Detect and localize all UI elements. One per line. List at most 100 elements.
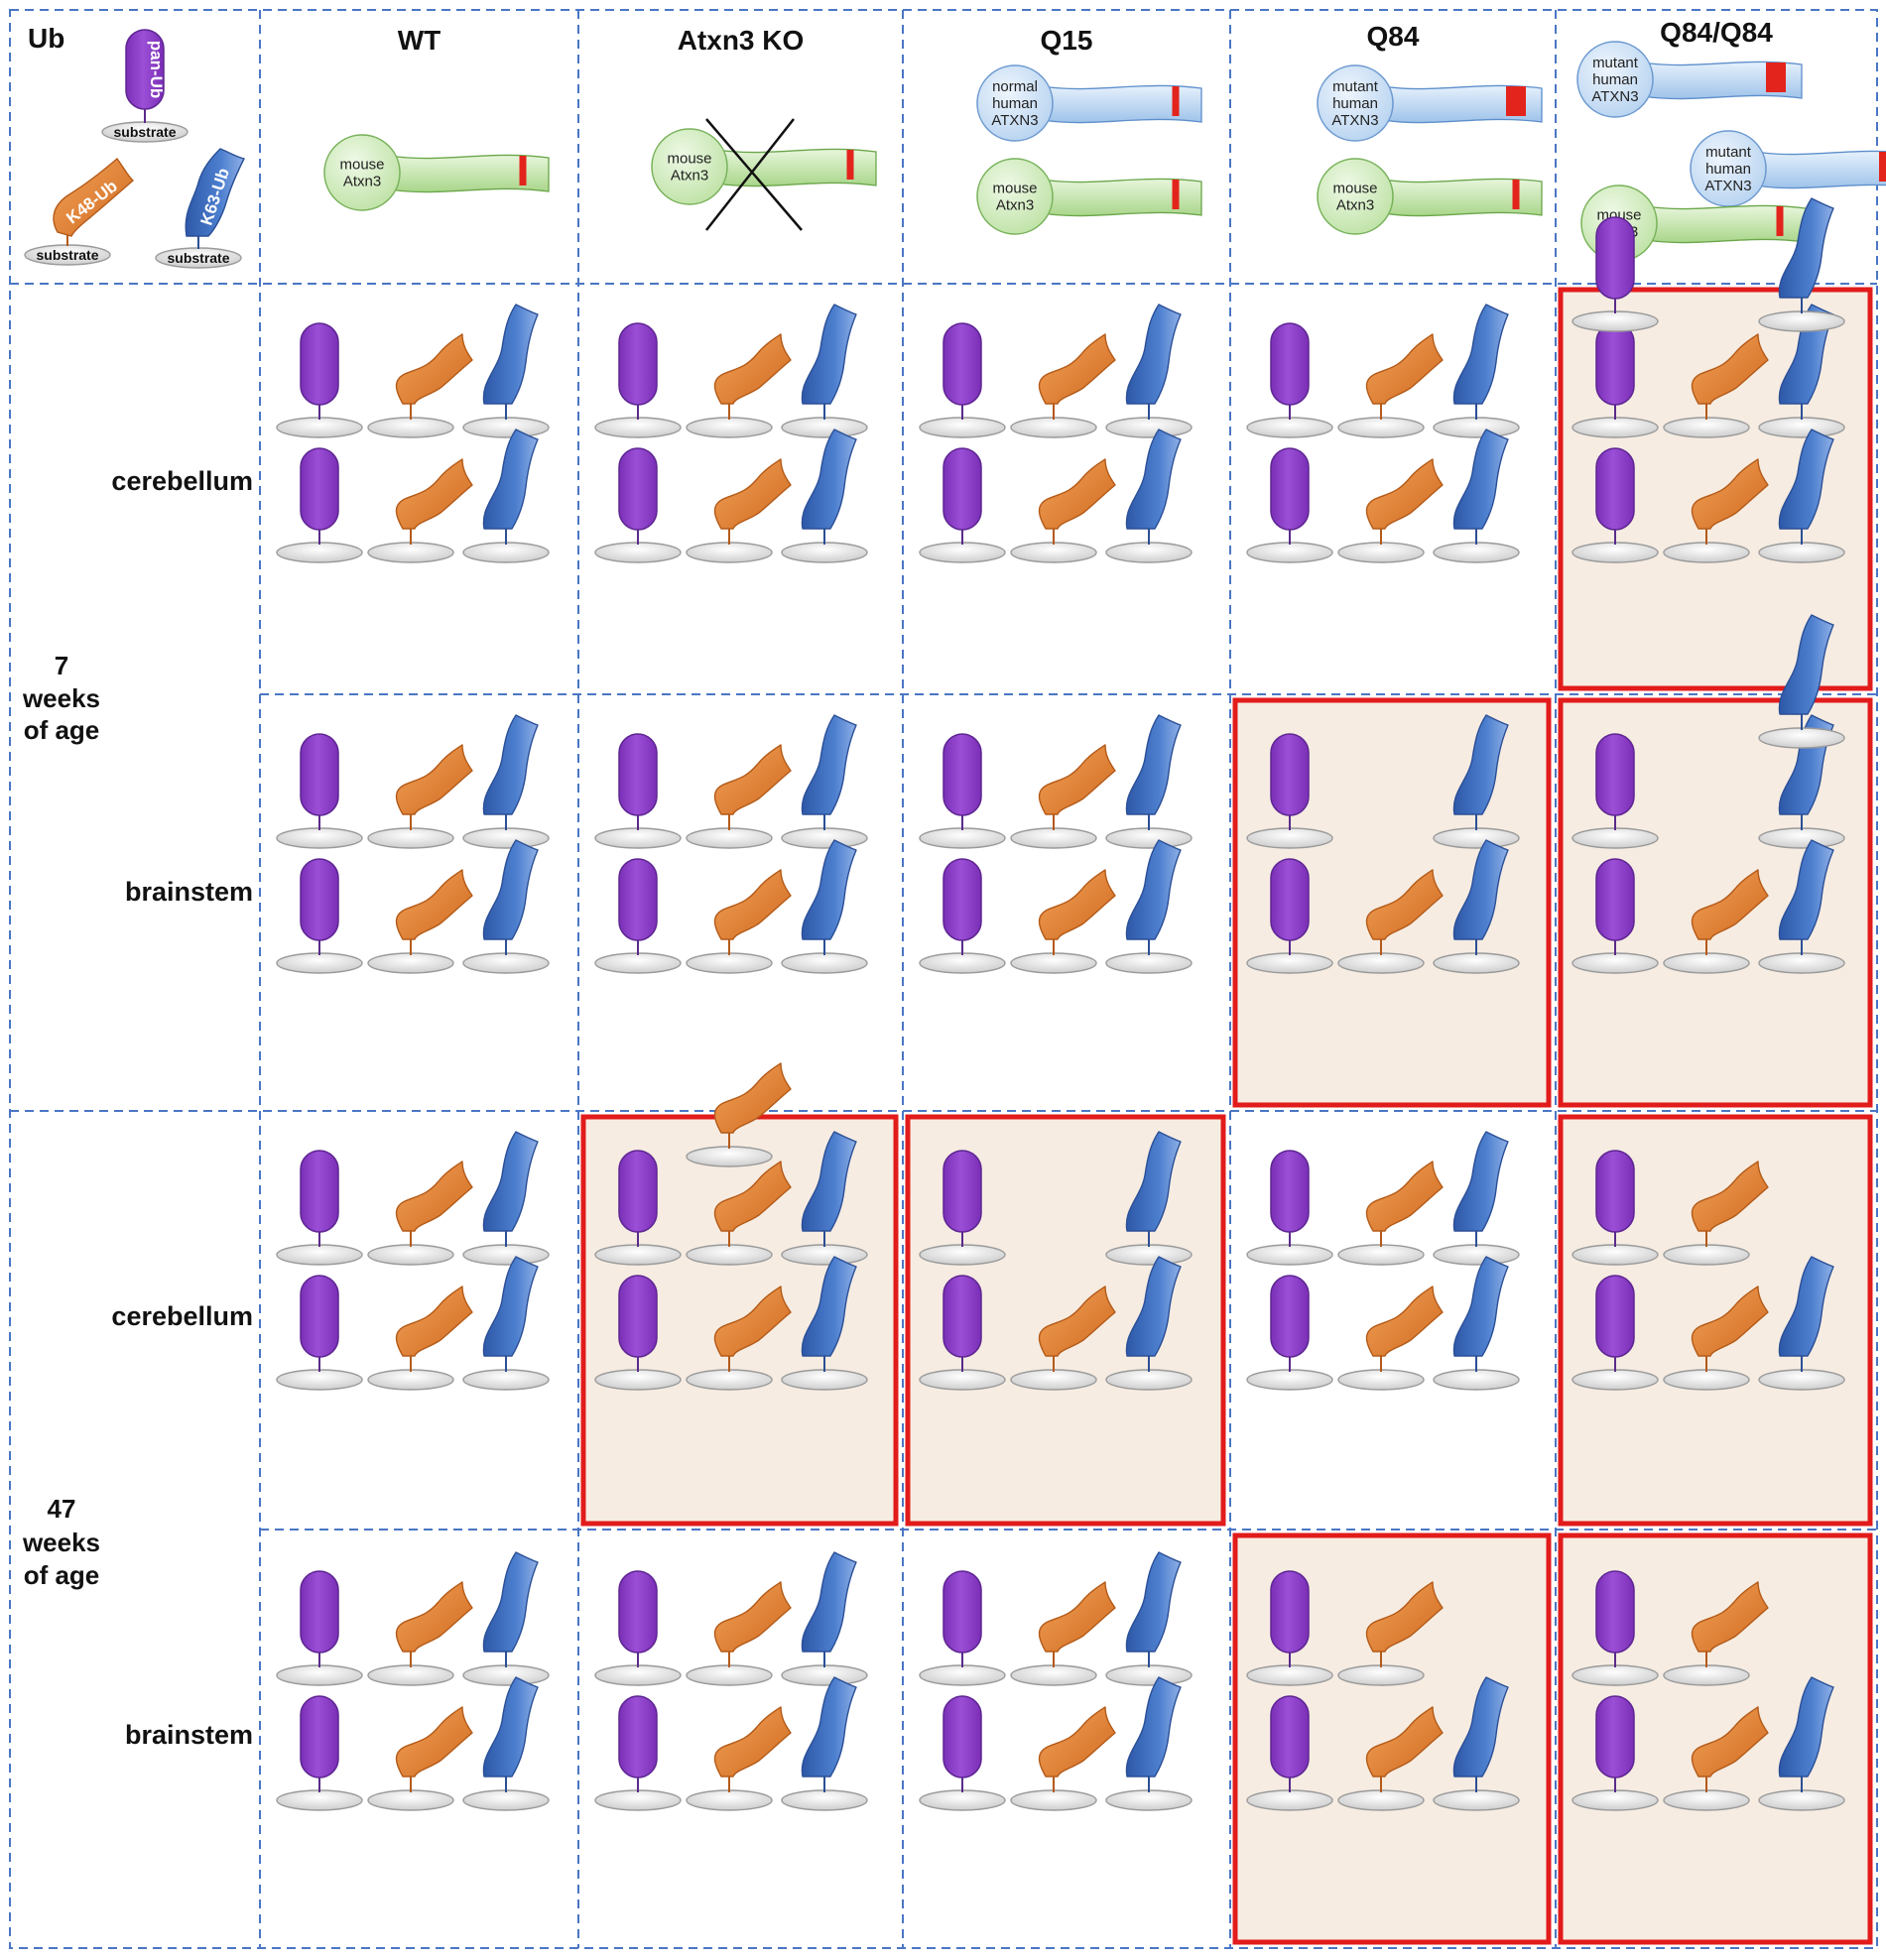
substrate-ellipse: [1433, 1244, 1520, 1266]
substrate-ellipse: [1337, 1369, 1425, 1391]
substrate-ellipse: [1572, 952, 1659, 974]
substrate-ellipse: [1572, 417, 1659, 438]
pan-ub-icon: [276, 322, 363, 438]
k48-ub-icon: [367, 1286, 473, 1391]
pan-ub-icon: [1572, 1150, 1659, 1266]
substrate-ellipse: [686, 417, 773, 438]
substrate-ellipse: [1663, 1244, 1750, 1266]
k63-ub-icon: [1758, 1256, 1845, 1391]
panel-r0-c3: [1246, 304, 1520, 563]
k63-ub-icon: [1758, 197, 1845, 332]
substrate-ellipse: [367, 542, 454, 563]
substrate-ellipse: [276, 417, 363, 438]
construct-label: human: [1332, 95, 1378, 112]
substrate-ellipse: [276, 952, 363, 974]
k48-ub-icon: [1663, 1161, 1769, 1266]
k63-ub-icon: [781, 839, 868, 974]
pan-ub-icon: [594, 322, 682, 438]
substrate-ellipse: [1572, 310, 1659, 332]
pan-ub-icon: [276, 1695, 363, 1811]
pan-ub-icon: [1572, 447, 1659, 563]
k48-ub-icon: [686, 1161, 792, 1266]
substrate-ellipse: [781, 1664, 868, 1686]
substrate-ellipse: [367, 1664, 454, 1686]
k63-ub-icon: [1758, 1676, 1845, 1811]
construct-label: mutant: [1592, 55, 1639, 71]
age-label-line: 47: [48, 1494, 76, 1524]
pan-ub-icon: [919, 1570, 1006, 1686]
substrate-ellipse: [1433, 827, 1520, 849]
k48-ub-icon: [686, 1581, 792, 1686]
k48-ub-icon: [367, 458, 473, 563]
pan-ub-icon: [1246, 733, 1333, 849]
substrate-ellipse: [1758, 952, 1845, 974]
panel-r1-c1: [594, 714, 868, 974]
substrate-ellipse: [367, 827, 454, 849]
k63-ub-icon: [1105, 839, 1193, 974]
k63-ub-icon: [462, 304, 550, 438]
panel-r2-c2: [919, 1131, 1193, 1391]
pan-ub-icon: [1572, 1570, 1659, 1686]
construct-label: ATXN3: [991, 112, 1038, 129]
pan-ub-icon: [1246, 858, 1333, 974]
k63-ub-icon: [1433, 429, 1520, 563]
substrate-ellipse: [1663, 1664, 1750, 1686]
construct-label: mouse: [992, 181, 1037, 197]
substrate-ellipse: [594, 1244, 682, 1266]
age-label-line: of age: [24, 715, 100, 745]
pan-ub-icon: [594, 1275, 682, 1391]
substrate-ellipse: [1010, 952, 1097, 974]
substrate-ellipse: [919, 1369, 1006, 1391]
panel-r2-c1: [594, 1062, 868, 1391]
k48-ub-icon: [1337, 1161, 1444, 1266]
substrate-ellipse: [1758, 542, 1845, 563]
k48-ub-icon: [367, 1581, 473, 1686]
column-header-3: Q84: [1367, 21, 1420, 52]
pan-ub-icon: [1572, 733, 1659, 849]
substrate-ellipse: [1663, 417, 1750, 438]
substrate-ellipse: [1337, 1244, 1425, 1266]
substrate-ellipse: [1758, 827, 1845, 849]
construct-label: human: [992, 95, 1038, 112]
k48-ub-icon: [1337, 458, 1444, 563]
construct-label: Atxn3: [671, 168, 708, 184]
k48-ub-icon: [1337, 869, 1444, 974]
polyq-repeat: [1776, 206, 1784, 236]
substrate-ellipse: [1433, 1789, 1520, 1811]
substrate-ellipse: [1010, 1664, 1097, 1686]
k48-ub-icon: [1337, 1706, 1444, 1811]
substrate-ellipse: [1337, 542, 1425, 563]
substrate-legend-label: substrate: [113, 124, 176, 140]
substrate-legend-label: substrate: [167, 250, 229, 266]
polyq-repeat: [846, 150, 854, 180]
substrate-ellipse: [1663, 542, 1750, 563]
k48-ub-icon: [686, 1062, 792, 1167]
row-label-cerebellum: cerebellum: [111, 466, 253, 496]
pan-ub-icon: [1246, 1570, 1333, 1686]
k63-ub-icon: [1105, 429, 1193, 563]
ub-legend: pan-UbsubstrateK48-UbsubstrateK63-Ubsubs…: [24, 29, 246, 269]
substrate-ellipse: [1572, 1369, 1659, 1391]
k63-ub-icon: [1105, 1131, 1193, 1266]
polyq-repeat: [1172, 180, 1180, 209]
construct-label: human: [1705, 161, 1751, 178]
substrate-ellipse: [1010, 1789, 1097, 1811]
k48-ub-icon: [1663, 1581, 1769, 1686]
substrate-ellipse: [781, 827, 868, 849]
substrate-ellipse: [1433, 417, 1520, 438]
panel-r3-c2: [919, 1551, 1193, 1811]
substrate-ellipse: [1572, 1244, 1659, 1266]
k48-ub-icon: [1010, 333, 1116, 438]
k48-ub-icon: [1663, 333, 1769, 438]
k63-ub-icon: [462, 429, 550, 563]
construct-label: normal: [992, 78, 1038, 95]
substrate-ellipse: [1433, 1369, 1520, 1391]
substrate-ellipse: [367, 1369, 454, 1391]
k48-ub-icon: [367, 333, 473, 438]
age-label-line: of age: [24, 1560, 100, 1590]
k63-ub-icon: [1105, 1256, 1193, 1391]
